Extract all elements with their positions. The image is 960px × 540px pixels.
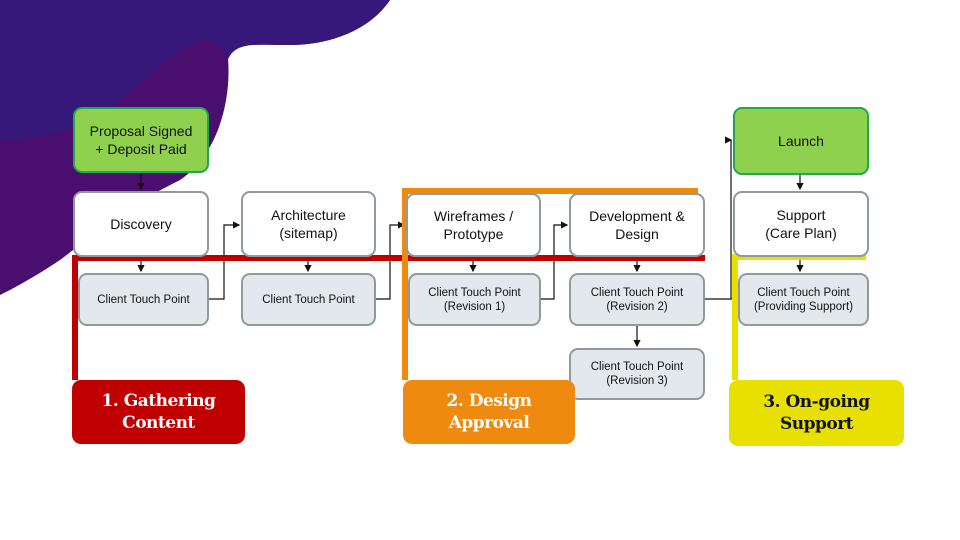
support-box: Support (Care Plan) — [733, 191, 869, 257]
phase-ongoing-support: 3. On-going Support — [729, 380, 904, 446]
wireframes-box: Wireframes / Prototype — [406, 193, 541, 257]
proposal-signed-box: Proposal Signed + Deposit Paid — [73, 107, 209, 173]
architecture-box: Architecture (sitemap) — [241, 191, 376, 257]
touch-point-revision-3: Client Touch Point (Revision 3) — [569, 348, 705, 400]
touch-point-revision-2: Client Touch Point (Revision 2) — [569, 273, 705, 326]
phase-gathering-content: 1. Gathering Content — [72, 380, 245, 444]
discovery-box: Discovery — [73, 191, 209, 257]
touch-point-revision-1: Client Touch Point (Revision 1) — [408, 273, 541, 326]
touch-point-architecture: Client Touch Point — [241, 273, 376, 326]
launch-box: Launch — [733, 107, 869, 175]
touch-point-discovery: Client Touch Point — [78, 273, 209, 326]
touch-point-support: Client Touch Point (Providing Support) — [738, 273, 869, 326]
phase-design-approval: 2. Design Approval — [403, 380, 575, 444]
development-box: Development & Design — [569, 193, 705, 257]
